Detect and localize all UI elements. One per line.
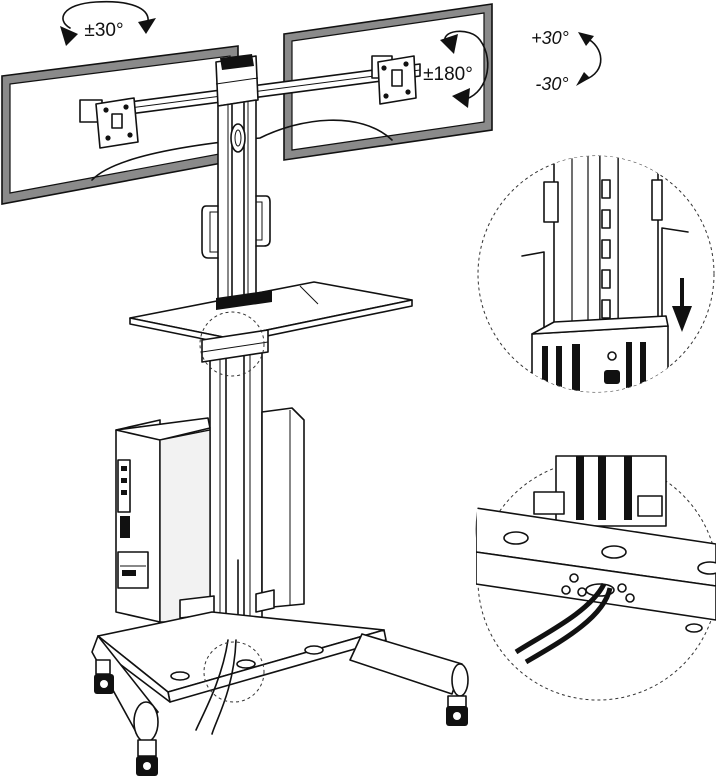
detail-base-view [475, 455, 716, 665]
label-tilt-top: ±30° [84, 20, 123, 41]
main-column-upper [217, 99, 257, 301]
detail-collar-view [521, 156, 689, 392]
label-tilt-minus: -30° [535, 74, 568, 94]
monitor-cable [91, 119, 393, 181]
tilt-arrow-icon [60, 0, 156, 46]
tilt-range-arrow-icon [576, 32, 602, 86]
caster-front-left [136, 739, 158, 776]
highlight-circle-base-hole [203, 641, 265, 703]
column-handles [201, 195, 271, 259]
label-rotate: ±180° [423, 64, 473, 85]
cable-through-base [195, 639, 229, 731]
detail-circle-collar [477, 155, 715, 393]
keyboard-shelf [129, 281, 413, 345]
base-frame [91, 611, 469, 743]
arrow-down-icon [672, 278, 692, 332]
highlight-circle-shelf-collar [199, 311, 265, 377]
right-vesa-plate [371, 55, 417, 105]
label-tilt-plus: +30° [531, 28, 569, 48]
left-vesa-plate [79, 97, 139, 149]
cpu-holder [115, 407, 305, 623]
rotate-arrow-icon [440, 30, 489, 108]
caster-front-right [446, 695, 468, 726]
column-top-cap [215, 54, 259, 107]
caster-rear-left [94, 659, 114, 694]
